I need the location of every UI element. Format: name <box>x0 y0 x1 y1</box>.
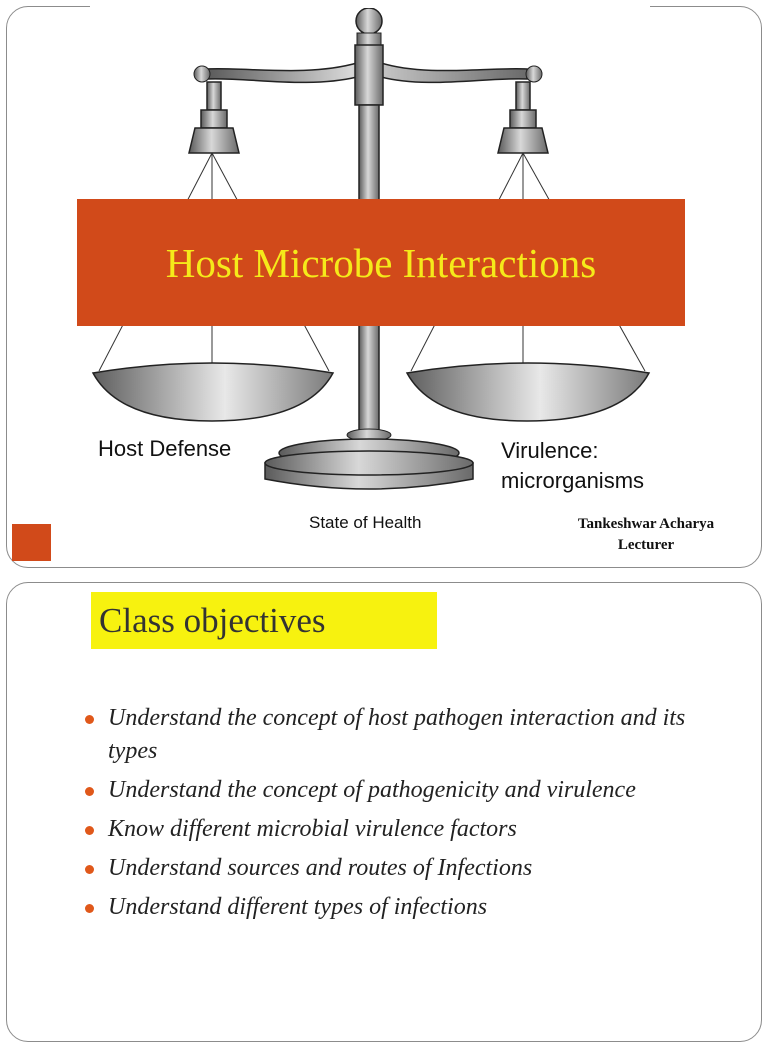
author-block: Tankeshwar Acharya Lecturer <box>567 514 725 556</box>
top-edge-gap <box>90 4 650 8</box>
objectives-heading-highlight: Class objectives <box>91 592 437 649</box>
author-name: Tankeshwar Acharya <box>577 516 715 532</box>
list-item: Know different microbial virulence facto… <box>83 813 723 846</box>
bullet-icon <box>85 787 94 796</box>
list-item: Understand the concept of pathogenicity … <box>83 774 723 807</box>
list-item: Understand sources and routes of Infecti… <box>83 852 723 885</box>
bullet-icon <box>85 826 94 835</box>
virulence-label: Virulence: microrganisms <box>501 436 644 496</box>
objectives-list: Understand the concept of host pathogen … <box>83 702 723 930</box>
title-banner: Host Microbe Interactions <box>77 199 685 326</box>
list-item: Understand the concept of host pathogen … <box>83 702 723 768</box>
slide-title: Host Microbe Interactions <box>165 239 597 286</box>
author-role: Lecturer <box>617 537 675 553</box>
bullet-icon <box>85 715 94 724</box>
objectives-heading: Class objectives <box>99 600 326 640</box>
virulence-label-line2: microrganisms <box>501 468 645 493</box>
bullet-icon <box>85 865 94 874</box>
title-slide: Host Microbe Interactions Host Defense V… <box>6 6 762 568</box>
accent-square <box>12 524 51 561</box>
host-defense-label: Host Defense <box>98 436 232 461</box>
list-item: Understand different types of infections <box>83 891 723 924</box>
objectives-slide: Class objectives Understand the concept … <box>6 582 762 1042</box>
balance-scale-illustration <box>91 7 651 490</box>
bullet-icon <box>85 904 94 913</box>
virulence-label-line1: Virulence: <box>501 438 599 463</box>
objective-text: Understand the concept of host pathogen … <box>108 705 686 764</box>
objective-text: Understand sources and routes of Infecti… <box>108 855 533 881</box>
objective-text: Know different microbial virulence facto… <box>108 816 517 842</box>
state-of-health-label: State of Health <box>309 513 422 532</box>
objective-text: Understand the concept of pathogenicity … <box>108 777 636 803</box>
objective-text: Understand different types of infections <box>108 894 488 920</box>
